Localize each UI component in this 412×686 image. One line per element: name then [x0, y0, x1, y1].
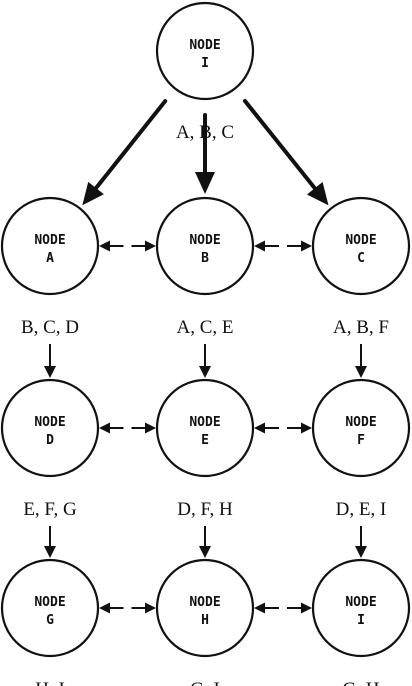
- node-word: NODE: [345, 415, 376, 430]
- node-letter: F: [357, 433, 365, 448]
- arrow-head: [44, 546, 56, 558]
- node-circle: [311, 196, 411, 296]
- node-letter: I: [201, 56, 209, 71]
- node-circle: [0, 378, 100, 478]
- node-word: NODE: [34, 415, 65, 430]
- arrow-head: [99, 240, 110, 252]
- edge-thick: [242, 98, 329, 206]
- node-word: NODE: [189, 233, 220, 248]
- node-caption: A, C, E: [177, 317, 234, 338]
- arrow-head: [145, 240, 156, 252]
- edge-bidirectional: [254, 422, 312, 434]
- node-i-bottom: NODE I G, H: [311, 558, 411, 686]
- node-word: NODE: [34, 595, 65, 610]
- node-circle: [311, 558, 411, 658]
- edge-bidirectional: [254, 602, 312, 614]
- node-caption: H, I: [35, 679, 65, 686]
- arrow-head: [145, 422, 156, 434]
- arrow-head: [99, 422, 110, 434]
- node-circle: [155, 1, 255, 101]
- node-i-top: NODE I A, B, C: [155, 1, 255, 143]
- arrow-head: [254, 240, 265, 252]
- node-circle: [155, 196, 255, 296]
- node-a: NODE A B, C, D: [0, 196, 100, 338]
- node-caption: B, C, D: [21, 317, 79, 338]
- node-caption: D, E, I: [336, 499, 387, 520]
- node-caption: D, F, H: [177, 499, 233, 520]
- node-caption: A, B, C: [176, 122, 234, 143]
- edge-bidirectional: [99, 240, 156, 252]
- edge-thin: [355, 526, 367, 558]
- node-caption: G, H: [343, 679, 380, 686]
- node-word: NODE: [345, 595, 376, 610]
- edge-thick: [82, 99, 168, 206]
- node-word: NODE: [345, 233, 376, 248]
- arrow-head: [254, 422, 265, 434]
- node-word: NODE: [189, 595, 220, 610]
- arrow-head: [82, 181, 104, 206]
- node-d: NODE D E, F, G: [0, 378, 100, 520]
- arrow-head: [355, 366, 367, 378]
- node-f: NODE F D, E, I: [311, 378, 411, 520]
- arrow-head: [306, 181, 329, 206]
- node-letter: H: [201, 613, 209, 628]
- node-letter: C: [357, 251, 365, 266]
- node-b: NODE B A, C, E: [155, 196, 255, 338]
- node-letter: E: [201, 433, 209, 448]
- edge-bidirectional: [99, 602, 156, 614]
- node-circle: [0, 196, 100, 296]
- node-letter: G: [46, 613, 54, 628]
- edge-thin: [355, 344, 367, 378]
- node-e: NODE E D, F, H: [155, 378, 255, 520]
- edge-thin: [199, 526, 211, 558]
- arrow-head: [199, 366, 211, 378]
- node-word: NODE: [34, 233, 65, 248]
- node-caption: G, I: [190, 679, 220, 686]
- edge-bidirectional: [254, 240, 312, 252]
- edge-thin: [199, 344, 211, 378]
- arrow-head: [145, 602, 156, 614]
- node-letter: A: [46, 251, 54, 266]
- arrow-head: [301, 422, 312, 434]
- node-circle: [311, 378, 411, 478]
- node-c: NODE C A, B, F: [311, 196, 411, 338]
- node-caption: A, B, F: [333, 317, 389, 338]
- edges-layer: [44, 98, 367, 614]
- arrow-head: [301, 602, 312, 614]
- node-word: NODE: [189, 38, 220, 53]
- arrow-head: [44, 366, 56, 378]
- node-letter: D: [46, 433, 54, 448]
- node-circle: [155, 378, 255, 478]
- arrow-head: [199, 546, 211, 558]
- node-circle: [0, 558, 100, 658]
- node-letter: B: [201, 251, 209, 266]
- node-word: NODE: [189, 415, 220, 430]
- node-g: NODE G H, I: [0, 558, 100, 686]
- edge-line: [242, 98, 320, 194]
- node-caption: E, F, G: [23, 499, 77, 520]
- arrow-head: [195, 172, 215, 194]
- edge-thin: [44, 344, 56, 378]
- arrow-head: [254, 602, 265, 614]
- edge-bidirectional: [99, 422, 156, 434]
- arrow-head: [301, 240, 312, 252]
- edge-thick: [195, 113, 215, 194]
- node-letter: I: [357, 613, 365, 628]
- edge-thin: [44, 526, 56, 558]
- node-circle: [155, 558, 255, 658]
- arrow-head: [99, 602, 110, 614]
- node-h: NODE H G, I: [155, 558, 255, 686]
- arrow-head: [355, 546, 367, 558]
- edge-line: [91, 99, 168, 194]
